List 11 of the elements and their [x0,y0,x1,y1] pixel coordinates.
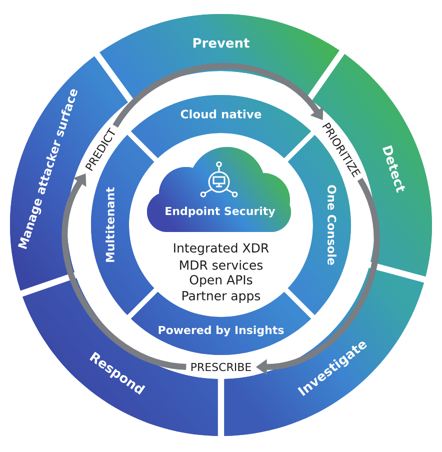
stage-label: PRESCRIBE [191,362,251,372]
list-item: MDR services [180,260,263,270]
segment-label: Powered by Insights [158,326,284,336]
curved-arrow [112,63,324,128]
segment-label: One Console [328,185,336,265]
segment-label: Prevent [193,38,250,48]
list-item: Partner apps [182,291,260,303]
list-item: Integrated XDR [174,242,269,256]
segment-label: Multitenant [106,187,114,262]
list-item: Open APIs [190,275,252,287]
cloud-label: Endpoint Security [166,206,276,218]
